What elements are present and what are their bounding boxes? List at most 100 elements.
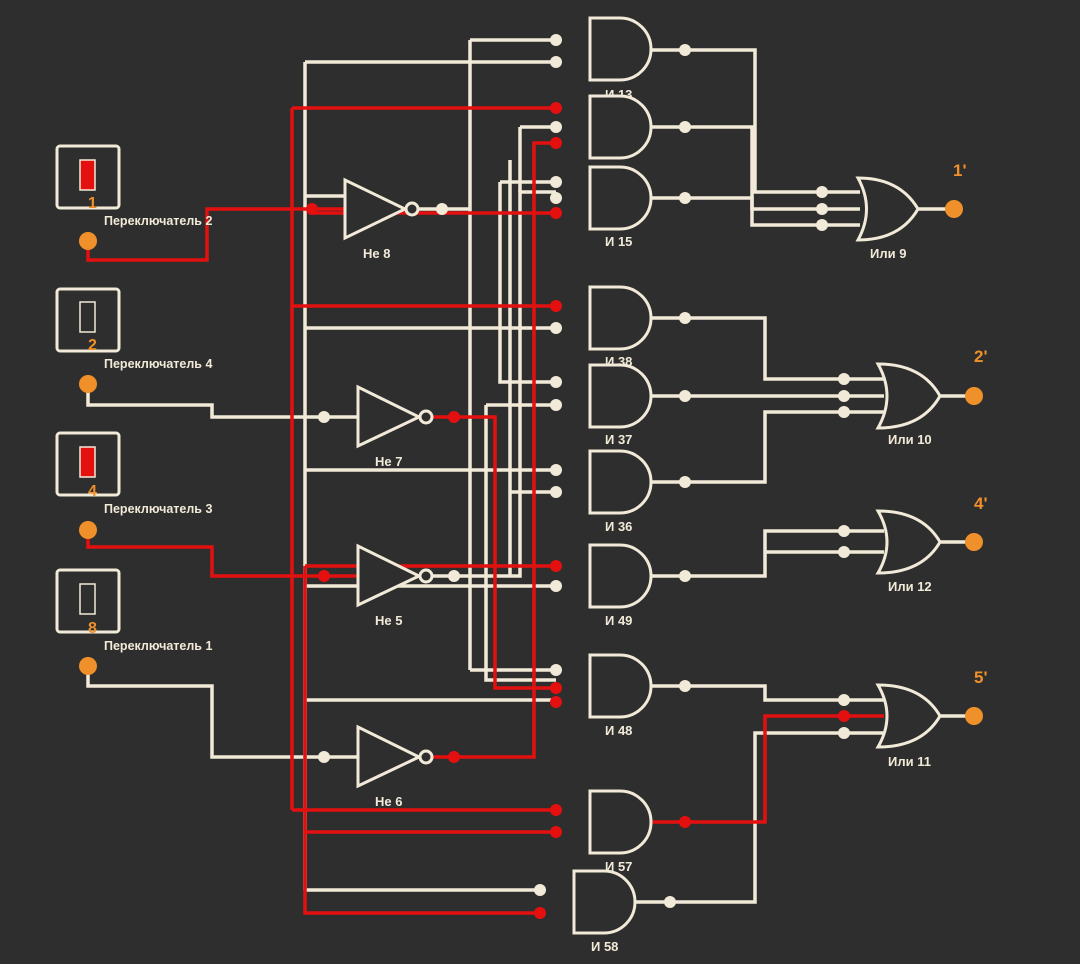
output-2[interactable]: 2' — [965, 347, 988, 405]
pin[interactable] — [550, 804, 562, 816]
pin[interactable] — [550, 176, 562, 188]
switch-3[interactable]: 4 Переключатель 3 — [55, 431, 212, 539]
pin[interactable] — [838, 525, 850, 537]
pin[interactable] — [550, 560, 562, 572]
pin[interactable] — [550, 664, 562, 676]
pin[interactable] — [550, 322, 562, 334]
and-gate-37[interactable]: И 37 — [588, 363, 653, 447]
pin[interactable] — [679, 476, 691, 488]
pin[interactable] — [816, 219, 828, 231]
pin[interactable] — [679, 44, 691, 56]
pin[interactable] — [550, 56, 562, 68]
pin[interactable] — [550, 34, 562, 46]
pin[interactable] — [816, 186, 828, 198]
pin[interactable] — [679, 570, 691, 582]
not-gate-8[interactable]: Не 8 — [343, 177, 420, 261]
and-gate-13[interactable]: И 13 — [588, 16, 653, 102]
or-gate-10[interactable]: Или 10 — [875, 362, 942, 447]
pin[interactable] — [664, 896, 676, 908]
pin[interactable] — [550, 376, 562, 388]
pin[interactable] — [679, 312, 691, 324]
pin[interactable] — [838, 727, 850, 739]
pin[interactable] — [679, 121, 691, 133]
switch-output-pin[interactable] — [79, 375, 97, 393]
wire[interactable] — [652, 316, 884, 381]
or-gate-12[interactable]: Или 12 — [875, 509, 942, 594]
pin[interactable] — [448, 411, 460, 423]
pin[interactable] — [679, 390, 691, 402]
wire[interactable] — [652, 196, 860, 227]
switch-output-pin[interactable] — [79, 232, 97, 250]
wire[interactable] — [303, 566, 540, 915]
wire[interactable] — [86, 666, 358, 759]
switch-4[interactable]: 2 Переключатель 4 — [55, 287, 212, 393]
output-1[interactable]: 1' — [945, 161, 967, 218]
pin[interactable] — [318, 570, 330, 582]
pin[interactable] — [436, 203, 448, 215]
pin[interactable] — [550, 207, 562, 219]
wire[interactable] — [652, 125, 860, 211]
switch-2[interactable]: 1 Переключатель 2 — [55, 144, 212, 250]
pin[interactable] — [550, 580, 562, 592]
or-gate-9[interactable]: Или 9 — [855, 176, 920, 261]
pin[interactable] — [448, 751, 460, 763]
wire[interactable] — [652, 684, 884, 702]
pin[interactable] — [838, 694, 850, 706]
pin[interactable] — [550, 137, 562, 149]
pin[interactable] — [679, 816, 691, 828]
wire[interactable] — [432, 141, 556, 759]
pin[interactable] — [550, 300, 562, 312]
not-gate-5[interactable]: Не 5 — [356, 543, 434, 628]
switch-output-pin[interactable] — [79, 521, 97, 539]
pin[interactable] — [838, 710, 850, 722]
pin[interactable] — [838, 390, 850, 402]
wire[interactable] — [86, 207, 345, 262]
pin[interactable] — [550, 399, 562, 411]
switch-1[interactable]: 8 Переключатель 1 — [55, 568, 212, 675]
and-gate-58[interactable]: И 58 — [572, 869, 637, 954]
pin[interactable] — [550, 826, 562, 838]
pin[interactable] — [448, 570, 460, 582]
and-gate-57[interactable]: И 57 — [588, 789, 653, 874]
pin[interactable] — [550, 682, 562, 694]
pin[interactable] — [679, 680, 691, 692]
wire[interactable] — [652, 48, 860, 194]
pin[interactable] — [838, 373, 850, 385]
and-gate-49[interactable]: И 49 — [588, 543, 653, 628]
pin[interactable] — [550, 102, 562, 114]
wire[interactable] — [86, 530, 358, 578]
pin[interactable] — [534, 884, 546, 896]
pin[interactable] — [550, 486, 562, 498]
pin[interactable] — [534, 907, 546, 919]
pin[interactable] — [306, 203, 318, 215]
pin[interactable] — [679, 192, 691, 204]
pin[interactable] — [816, 203, 828, 215]
not-gate-7[interactable]: Не 7 — [356, 384, 434, 469]
pin[interactable] — [550, 696, 562, 708]
pin[interactable] — [318, 411, 330, 423]
wire[interactable] — [432, 190, 556, 578]
or-gate-11[interactable]: Или 11 — [875, 683, 942, 769]
not-gate-6[interactable]: Не 6 — [356, 724, 434, 809]
wire[interactable] — [432, 415, 556, 690]
switch-output-pin[interactable] — [79, 657, 97, 675]
pin[interactable] — [550, 192, 562, 204]
wire[interactable] — [636, 731, 884, 904]
and-gate-14[interactable] — [588, 94, 653, 160]
and-gate-48[interactable]: И 48 — [588, 653, 653, 738]
pin[interactable] — [550, 121, 562, 133]
wire[interactable] — [498, 182, 556, 384]
wire[interactable] — [652, 714, 884, 824]
pin[interactable] — [838, 406, 850, 418]
pin[interactable] — [318, 751, 330, 763]
and-gate-15[interactable]: И 15 — [588, 165, 653, 249]
wire[interactable] — [86, 384, 358, 419]
pin[interactable] — [550, 464, 562, 476]
output-4[interactable]: 4' — [965, 494, 988, 551]
wire[interactable] — [652, 410, 884, 484]
pin[interactable] — [838, 546, 850, 558]
and-gate-36[interactable]: И 36 — [588, 449, 653, 534]
output-5[interactable]: 5' — [965, 668, 988, 725]
and-gate-38[interactable]: И 38 — [588, 285, 653, 369]
